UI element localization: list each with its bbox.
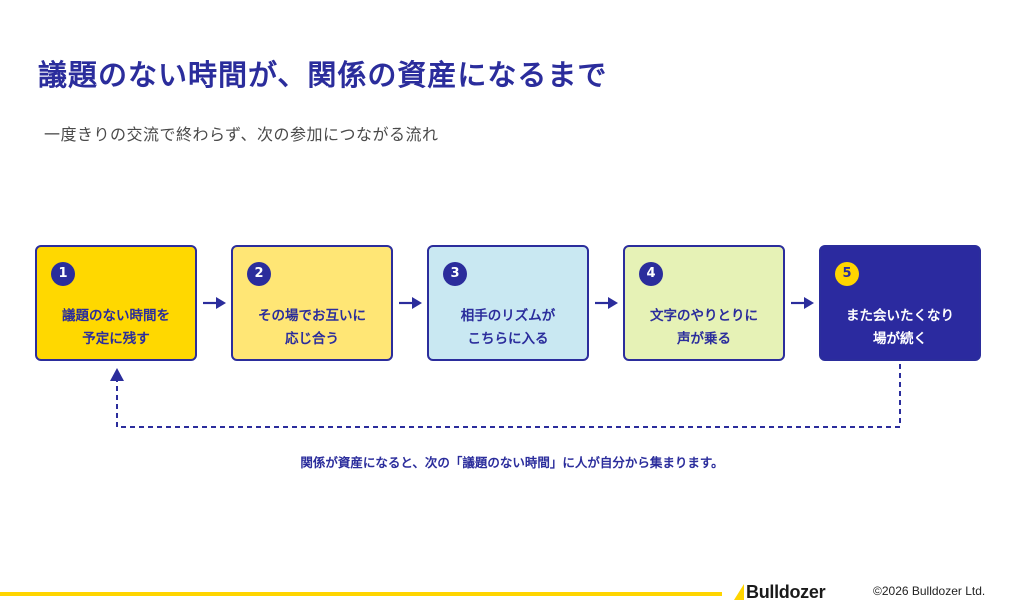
step-5-card: 5 また会いたくなり 場が続く [819, 245, 981, 361]
step-3-number-badge: 3 [443, 262, 467, 286]
step-3-card: 3 相手のリズムが こちらに入る [427, 245, 589, 361]
page-title: 議題のない時間が、関係の資産になるまで [38, 58, 608, 92]
loop-caption: 関係が資産になると、次の「議題のない時間」に人が自分から集まります。 [300, 455, 724, 470]
step-3-label: 相手のリズムが こちらに入る [460, 308, 556, 347]
copyright-text: ©2026 Bulldozer Ltd. [873, 584, 986, 598]
step-1-label: 議題のない時間を 予定に残す [62, 308, 170, 347]
arrow-1-to-2-icon [203, 297, 226, 309]
step-4-number-badge: 4 [639, 262, 663, 286]
loop-back-arrow-icon [110, 364, 901, 428]
bulldozer-logo-icon [734, 584, 744, 600]
brand-logo: Bulldozer [734, 580, 826, 604]
step-2-number-badge: 2 [247, 262, 271, 286]
step-5-label: また会いたくなり 場が続く [846, 308, 954, 347]
brand-name: Bulldozer [746, 581, 826, 602]
step-1-number-badge: 1 [51, 262, 75, 286]
step-1-card: 1 議題のない時間を 予定に残す [35, 245, 197, 361]
arrow-3-to-4-icon [595, 297, 618, 309]
arrow-2-to-3-icon [399, 297, 422, 309]
step-4-card: 4 文字のやりとりに 声が乗る [623, 245, 785, 361]
page-subtitle: 一度きりの交流で終わらず、次の参加につながる流れ [44, 125, 439, 144]
step-2-label: その場でお互いに 応じ合う [258, 308, 366, 347]
step-4-label: 文字のやりとりに 声が乗る [650, 308, 758, 347]
arrow-4-to-5-icon [791, 297, 814, 309]
footer-accent-line [0, 592, 722, 596]
step-5-number-badge: 5 [835, 262, 859, 286]
step-2-card: 2 その場でお互いに 応じ合う [231, 245, 393, 361]
